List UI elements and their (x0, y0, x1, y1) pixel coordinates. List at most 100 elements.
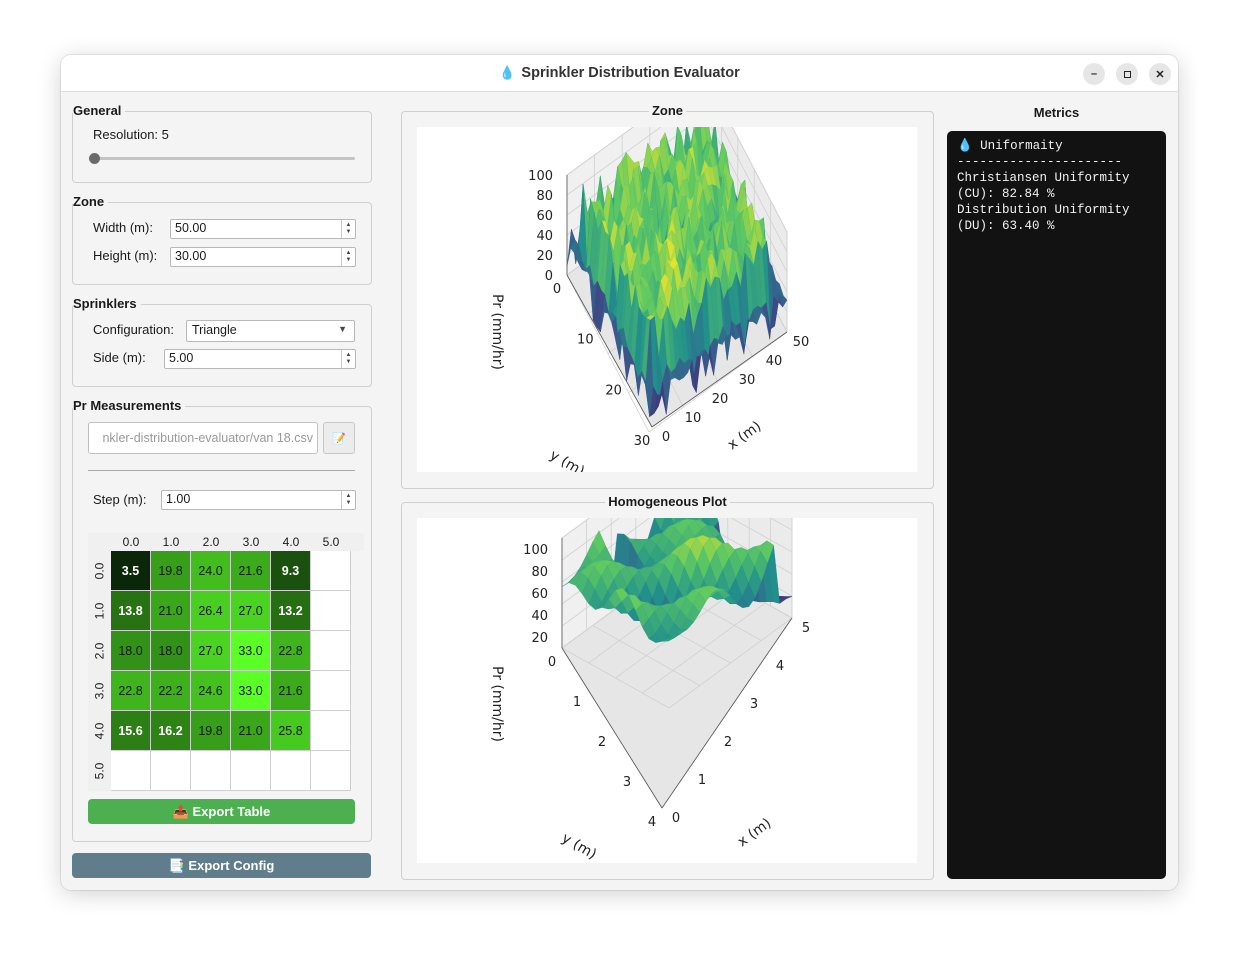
row-header[interactable]: 1.0 (92, 602, 106, 620)
table-cell[interactable]: 22.8 (111, 671, 151, 711)
table-cell[interactable]: 27.0 (231, 591, 271, 631)
table-cell[interactable]: 33.0 (231, 631, 271, 671)
table-cell[interactable] (311, 711, 351, 751)
table-cell[interactable]: 13.8 (111, 591, 151, 631)
grid-line (592, 625, 700, 686)
table-cell[interactable]: 19.8 (191, 711, 231, 751)
resolution-slider-track[interactable] (95, 157, 355, 160)
z-tick-label: 20 (536, 249, 553, 264)
y-tick-label: 1 (573, 695, 581, 710)
zone-width-stepper[interactable]: ▲▼ (341, 220, 355, 238)
table-cell[interactable]: 13.2 (271, 591, 311, 631)
surface-patch (662, 635, 676, 642)
side-value: 5.00 (169, 351, 194, 365)
table-cell[interactable] (311, 671, 351, 711)
x-tick-label: 0 (672, 811, 680, 826)
table-cell[interactable]: 18.0 (111, 631, 151, 671)
minimize-icon: – (1090, 68, 1098, 80)
zone-width-input[interactable]: 50.00 ▲▼ (170, 219, 356, 239)
table-cell[interactable] (311, 751, 351, 791)
side-input[interactable]: 5.00 ▲▼ (164, 349, 356, 369)
table-cell[interactable]: 21.6 (271, 671, 311, 711)
table-header-row (88, 533, 364, 551)
table-cell[interactable]: 24.0 (191, 551, 231, 591)
grid-line (566, 274, 650, 433)
row-header[interactable]: 5.0 (92, 762, 106, 780)
step-input[interactable]: 1.00 ▲▼ (161, 490, 356, 510)
maximize-icon (1123, 70, 1131, 78)
app-window: 💧 Sprinkler Distribution Evaluator – ✕ G… (61, 55, 1178, 890)
column-header[interactable]: 0.0 (122, 535, 140, 549)
export-table-button[interactable]: 📤 Export Table (88, 799, 355, 824)
table-cell[interactable]: 21.0 (151, 591, 191, 631)
csv-file-path[interactable] (89, 423, 317, 453)
table-cell[interactable]: 16.2 (151, 711, 191, 751)
table-cell[interactable]: 21.0 (231, 711, 271, 751)
row-header[interactable]: 0.0 (92, 562, 106, 580)
table-cell[interactable] (191, 751, 231, 791)
z-tick-label: 80 (531, 565, 548, 580)
table-cell[interactable]: 9.3 (271, 551, 311, 591)
column-header[interactable]: 4.0 (282, 535, 300, 549)
edit-file-button[interactable]: 📝 (323, 422, 355, 454)
table-cell[interactable] (311, 551, 351, 591)
row-header[interactable]: 3.0 (92, 682, 106, 700)
sprinklers-title: Sprinklers (73, 296, 141, 312)
step-stepper[interactable]: ▲▼ (341, 491, 355, 509)
x-tick-label: 10 (685, 411, 702, 426)
column-header[interactable]: 5.0 (322, 535, 340, 549)
zone-height-stepper[interactable]: ▲▼ (341, 248, 355, 266)
sprinklers-group: Sprinklers Configuration: Triangle ▼ Sid… (72, 296, 372, 387)
zone-height-input[interactable]: 30.00 ▲▼ (170, 247, 356, 267)
maximize-button[interactable] (1116, 63, 1138, 85)
row-header[interactable]: 2.0 (92, 642, 106, 660)
table-cell[interactable]: 15.6 (111, 711, 151, 751)
table-cell[interactable] (311, 591, 351, 631)
csv-file-input[interactable] (88, 422, 318, 454)
table-cell[interactable]: 18.0 (151, 631, 191, 671)
table-cell[interactable]: 33.0 (231, 671, 271, 711)
export-config-button[interactable]: 📑 Export Config (72, 853, 371, 878)
x-tick-label: 40 (766, 354, 783, 369)
table-cell[interactable]: 25.8 (271, 711, 311, 751)
minimize-button[interactable]: – (1083, 63, 1105, 85)
y-tick-label: 3 (623, 775, 631, 790)
table-cell[interactable] (271, 751, 311, 791)
table-cell[interactable]: 19.8 (151, 551, 191, 591)
table-cell[interactable]: 22.8 (271, 631, 311, 671)
side-stepper[interactable]: ▲▼ (341, 350, 355, 368)
zone-width-value: 50.00 (175, 221, 207, 235)
homogeneous-plot-title-wrap: Homogeneous Plot (402, 494, 933, 509)
column-header[interactable]: 1.0 (162, 535, 180, 549)
table-cell[interactable]: 27.0 (191, 631, 231, 671)
resolution-slider-handle[interactable] (89, 153, 100, 164)
metrics-line-1: Christiansen Uniformity (957, 171, 1130, 185)
x-axis-line (651, 331, 788, 428)
zone-width-label: Width (m): (93, 220, 153, 235)
row-header[interactable]: 4.0 (92, 722, 106, 740)
surface-patch (645, 384, 654, 417)
table-cell[interactable] (231, 751, 271, 791)
y-axis-line (561, 647, 663, 809)
zone-plot-title-wrap: Zone (402, 103, 933, 118)
table-cell[interactable]: 3.5 (111, 551, 151, 591)
water-drop-icon: 💧 (499, 65, 516, 80)
close-button[interactable]: ✕ (1149, 63, 1171, 85)
configuration-select[interactable]: Triangle ▼ (186, 320, 355, 342)
z-tick-label: 20 (531, 631, 548, 646)
table-cell[interactable] (151, 751, 191, 791)
table-cell[interactable] (111, 751, 151, 791)
table-cell[interactable]: 22.2 (151, 671, 191, 711)
x-axis-line (661, 617, 793, 809)
metrics-divider: ---------------------- (957, 155, 1123, 169)
column-header[interactable]: 3.0 (242, 535, 260, 549)
column-header[interactable]: 2.0 (202, 535, 220, 549)
table-cell[interactable]: 21.6 (231, 551, 271, 591)
resolution-label: Resolution: 5 (93, 127, 169, 142)
table-cell[interactable]: 24.6 (191, 671, 231, 711)
table-cell[interactable] (311, 631, 351, 671)
z-axis-label: Pr (mm/hr) (489, 666, 505, 742)
configuration-label: Configuration: (93, 322, 174, 337)
table-cell[interactable]: 26.4 (191, 591, 231, 631)
